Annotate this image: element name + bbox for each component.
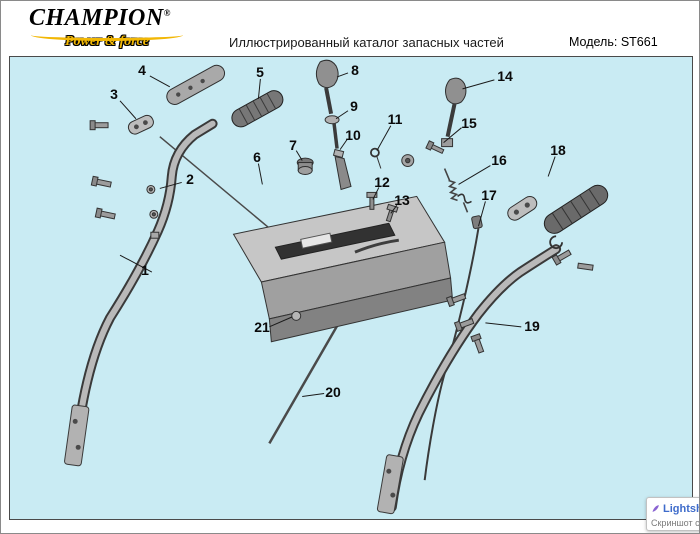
bolt-15 [425, 140, 445, 155]
part-number-1: 1 [141, 262, 149, 278]
part-number-14: 14 [497, 68, 513, 84]
part-number-16: 16 [491, 152, 507, 168]
part-number-10: 10 [345, 127, 361, 143]
part-number-20: 20 [325, 384, 341, 400]
lightshot-app-name: Lightshot [663, 503, 699, 515]
cable-end-fitting [471, 215, 483, 230]
upper-handle-left [166, 64, 226, 105]
lightshot-message: Скриншот сохра [651, 518, 700, 528]
choke-knob [441, 77, 467, 148]
logo-swoosh [31, 34, 183, 41]
part-number-7: 7 [289, 137, 297, 153]
part-number-21: 21 [254, 319, 270, 335]
shift-lever [315, 59, 352, 191]
rubber-grip-right [543, 184, 609, 234]
left-handlebar [64, 118, 218, 467]
grip-bracket-right [507, 195, 538, 221]
part-number-6: 6 [253, 149, 261, 165]
model-label: Модель: ST661 [569, 35, 658, 49]
part-number-3: 3 [110, 86, 118, 102]
header: CHAMPION® Power & force Иллюстрированный… [1, 1, 699, 56]
fasteners-center [366, 147, 472, 223]
part-number-13: 13 [394, 192, 410, 208]
part-number-4: 4 [138, 62, 146, 78]
leader-lines [119, 72, 556, 398]
brand-name: CHAMPION® [29, 5, 199, 31]
part-number-12: 12 [374, 174, 390, 190]
part-number-18: 18 [550, 142, 566, 158]
part-number-15: 15 [461, 115, 477, 131]
part-number-19: 19 [524, 318, 540, 334]
lightshot-notification[interactable]: Lightshot Скриншот сохра [646, 497, 700, 531]
lightshot-feather-icon [651, 500, 660, 518]
part-number-17: 17 [481, 187, 497, 203]
fasteners-right [445, 235, 594, 354]
panel-knob [296, 157, 314, 175]
champion-logo: CHAMPION® Power & force [29, 5, 199, 52]
exploded-view-drawing [64, 59, 609, 515]
right-handlebar [376, 244, 562, 515]
part-number-8: 8 [351, 62, 359, 78]
spring [443, 168, 469, 213]
panel-clip [291, 310, 302, 321]
handlebar-clamp-left [127, 114, 154, 135]
catalog-title: Иллюстрированный каталог запасных частей [229, 35, 504, 50]
trademark-symbol: ® [163, 8, 171, 18]
brand-text: CHAMPION [29, 5, 164, 31]
part-number-11: 11 [387, 111, 403, 127]
part-number-5: 5 [256, 64, 264, 80]
rubber-grip-left [231, 90, 284, 128]
part-number-9: 9 [350, 98, 358, 114]
fasteners-left [89, 120, 160, 239]
part-number-2: 2 [186, 171, 194, 187]
